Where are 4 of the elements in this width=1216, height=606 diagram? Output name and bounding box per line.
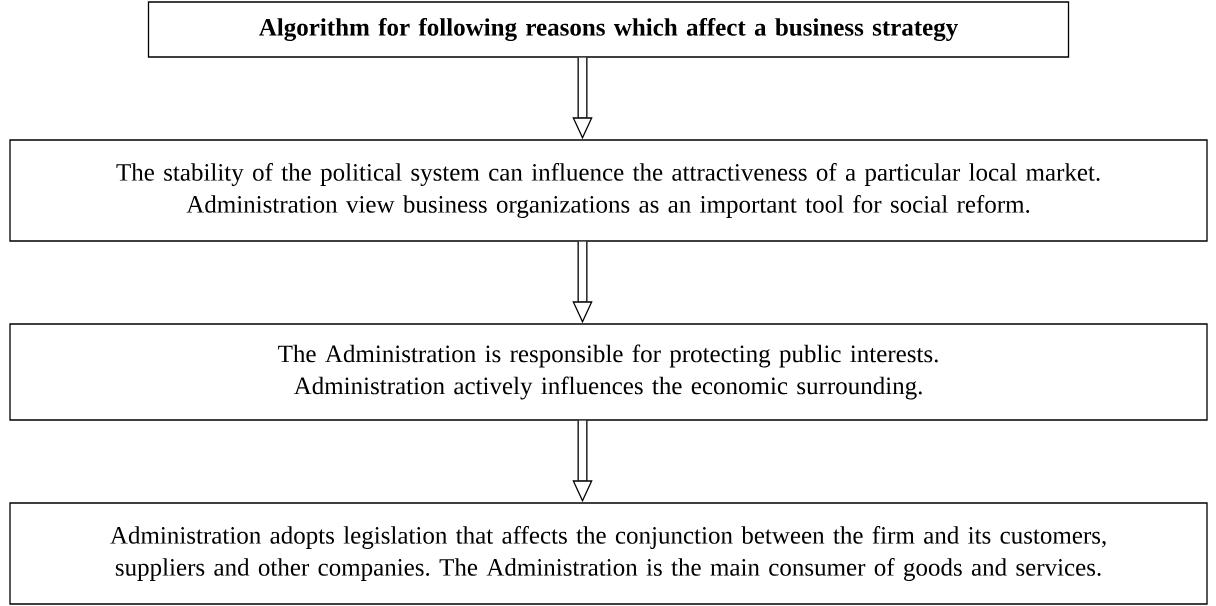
- process-box: Administration adopts legislation that affects the conjunction between the firm and its customers, suppliers and other companies. The Administration is the main consumer of goods and services.: [9, 502, 1208, 605]
- process-box: The stability of the political system can influence the attractiveness of a particular local market. Administration view business organizations as an important tool for social reform.: [9, 139, 1208, 242]
- title-box: Algorithm for following reasons which affect a business strategy: [147, 1, 1070, 58]
- process-box: The Administration is responsible for protecting public interests. Administration actively influences the economic surrounding.: [9, 323, 1208, 421]
